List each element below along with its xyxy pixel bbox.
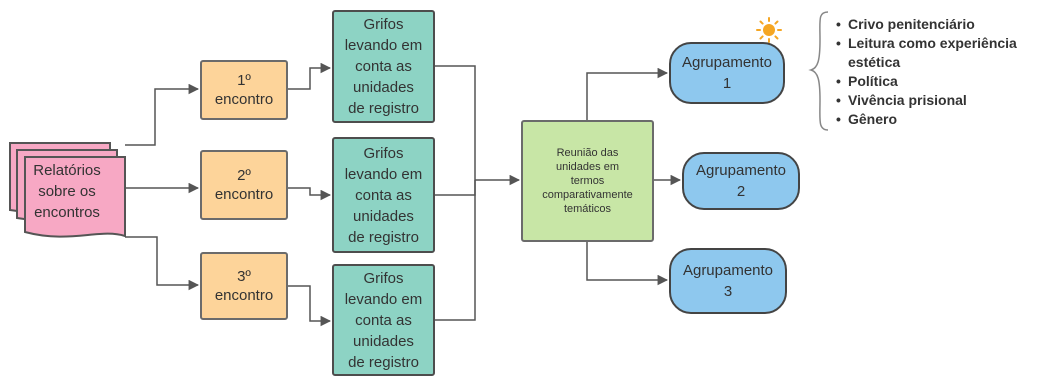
connector-encontro-grifo-1 xyxy=(288,62,332,90)
grifo-label-1: Grifos levando em conta as unidades de r… xyxy=(344,16,423,117)
theme-item: Vivência prisional xyxy=(836,91,1017,110)
theme-item: Leitura como experiência xyxy=(836,34,1017,53)
reuniao-node[interactable]: Reunião das unidades em termos comparati… xyxy=(521,120,654,242)
document-stack-icon xyxy=(9,142,126,238)
grifo-label-2: Grifos levando em conta as unidades de r… xyxy=(344,144,423,246)
grifo-node-1[interactable]: Grifos levando em conta as unidades de r… xyxy=(332,10,435,123)
connector-source-encontro-1 xyxy=(125,83,200,146)
connector-source-encontro-3 xyxy=(125,236,200,291)
agrupamento-node-2[interactable]: Agrupamento 2 xyxy=(682,152,800,210)
grifo-node-3[interactable]: Grifos levando em conta as unidades de r… xyxy=(332,264,435,376)
connector-grifo-reuniao-1 xyxy=(435,65,476,180)
source-documents-label: Relatórios sobre os encontros xyxy=(33,162,101,221)
encontro-node-1[interactable]: 1º encontro xyxy=(200,60,288,120)
reuniao-label: Reunião das unidades em termos comparati… xyxy=(542,147,633,215)
connector-reuniao-agrupamento-3 xyxy=(586,242,669,286)
theme-item: Crivo penitenciário xyxy=(836,15,1017,34)
encontro-label-2: 2º encontro xyxy=(214,167,274,203)
connector-grifo-reuniao-3 xyxy=(435,180,476,321)
connector-encontro-grifo-3 xyxy=(288,285,332,327)
theme-item: Política xyxy=(836,72,1017,91)
encontro-node-2[interactable]: 2º encontro xyxy=(200,150,288,220)
theme-item-continuation: estética xyxy=(848,54,901,70)
connector-reuniao-agrupamento-1 xyxy=(586,67,669,120)
encontro-label-3: 3º encontro xyxy=(214,268,274,304)
grifo-node-2[interactable]: Grifos levando em conta as unidades de r… xyxy=(332,137,435,253)
agrupamento-node-3[interactable]: Agrupamento 3 xyxy=(669,248,787,314)
sun-icon xyxy=(756,17,782,43)
agrupamento-label-2: Agrupamento 2 xyxy=(695,162,787,200)
theme-item: Gênero xyxy=(836,110,1017,129)
agrupamento-node-1[interactable]: Agrupamento 1 xyxy=(669,42,785,104)
encontro-node-3[interactable]: 3º encontro xyxy=(200,252,288,320)
connector-grifo-reuniao-2 xyxy=(435,180,476,196)
connector-encontro-grifo-2 xyxy=(288,187,332,201)
encontro-label-1: 1º encontro xyxy=(214,72,274,108)
agrupamento-label-1: Agrupamento 1 xyxy=(681,54,773,92)
curly-brace xyxy=(808,11,829,131)
grifo-label-3: Grifos levando em conta as unidades de r… xyxy=(344,269,423,371)
themes-list: Crivo penitenciário Leitura como experiê… xyxy=(836,15,1017,129)
agrupamento-label-3: Agrupamento 3 xyxy=(682,262,774,300)
